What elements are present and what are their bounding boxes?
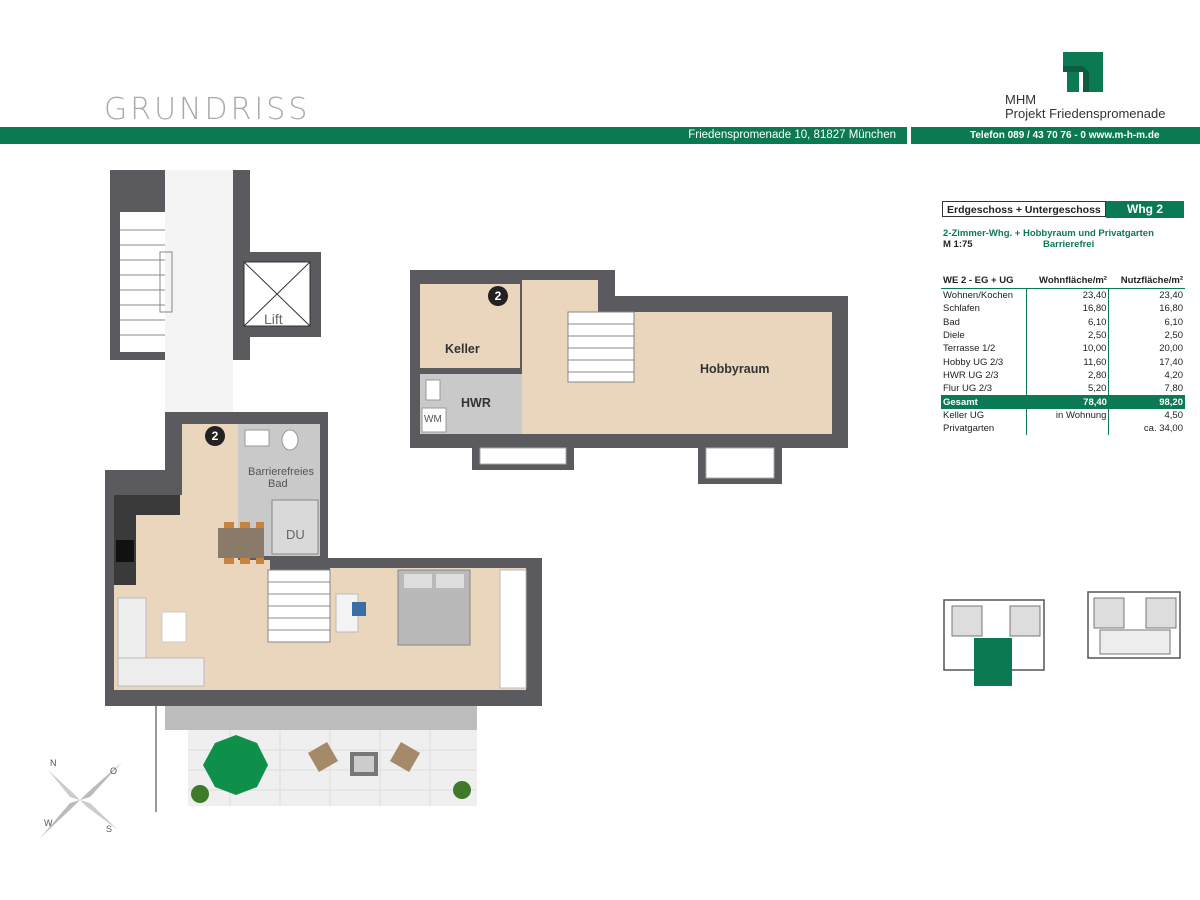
row-name: Keller UG bbox=[943, 409, 985, 421]
plan-scale: M 1:75 bbox=[943, 239, 973, 250]
keller-label: Keller bbox=[445, 342, 480, 356]
table-row: Diele 2,50 2,50 bbox=[941, 328, 1185, 343]
compass-rose-icon bbox=[40, 762, 122, 838]
unit-badge-eg: 2 bbox=[205, 426, 225, 446]
row-name: Flur UG 2/3 bbox=[943, 383, 993, 395]
table-row: Bad 6,10 6,10 bbox=[941, 315, 1185, 329]
row-nutz: 23,40 bbox=[1159, 290, 1183, 302]
hobbyraum-label: Hobbyraum bbox=[700, 362, 770, 376]
row-name: Wohnen/Kochen bbox=[943, 290, 1014, 302]
row-wohn: 2,80 bbox=[1025, 368, 1110, 383]
contact-info: Telefon 089 / 43 70 76 - 0 www.m-h-m.de bbox=[970, 130, 1160, 141]
floor-label: Erdgeschoss + Untergeschoss bbox=[942, 201, 1106, 217]
table-row: HWR UG 2/3 2,80 4,20 bbox=[941, 368, 1185, 383]
table-row: Terrasse 1/2 10,00 20,00 bbox=[941, 342, 1185, 356]
row-nutz: 4,50 bbox=[1164, 409, 1184, 421]
row-wohn: in Wohnung bbox=[1025, 408, 1110, 422]
hwr-label: HWR bbox=[461, 396, 491, 410]
row-wohn: 5,20 bbox=[1025, 382, 1110, 396]
row-name: Diele bbox=[943, 330, 965, 342]
col-nutzflaeche: Nutzfläche/m² bbox=[1108, 272, 1185, 289]
header-bar-right bbox=[911, 127, 1200, 144]
row-nutz: 6,10 bbox=[1164, 316, 1184, 328]
apartment-eg bbox=[105, 412, 542, 706]
row-wohn: 2,50 bbox=[1025, 328, 1110, 343]
row-name: HWR UG 2/3 bbox=[943, 369, 999, 381]
row-wohn: 11,60 bbox=[1025, 355, 1110, 369]
shower-label: DU bbox=[286, 527, 305, 542]
row-name: Privatgarten bbox=[943, 423, 995, 435]
table-row: Flur UG 2/3 5,20 7,80 bbox=[941, 382, 1185, 396]
unit-badge-ug: 2 bbox=[488, 286, 508, 306]
accessibility-label: Barrierefrei bbox=[1043, 239, 1095, 250]
table-row: Schlafen 16,80 16,80 bbox=[941, 302, 1185, 316]
row-name: Hobby UG 2/3 bbox=[943, 356, 1004, 368]
bath-label-line2: Bad bbox=[268, 478, 288, 490]
compass-w: W bbox=[44, 818, 53, 828]
col-unit: WE 2 - EG + UG bbox=[941, 272, 1027, 289]
compass-s: S bbox=[106, 824, 113, 834]
row-nutz: 2,50 bbox=[1164, 330, 1184, 342]
compass-o: O bbox=[110, 766, 118, 776]
row-nutz: 4,20 bbox=[1164, 369, 1184, 381]
brand-name: MHM bbox=[1005, 92, 1037, 107]
stair-shaft bbox=[110, 170, 321, 415]
col-wohnflaeche: Wohnfläche/m² bbox=[1026, 272, 1109, 289]
compass-n: N bbox=[50, 758, 57, 768]
mhm-logo-icon bbox=[1063, 52, 1103, 92]
row-name: Schlafen bbox=[943, 303, 980, 315]
area-table: WE 2 - EG + UG Wohnfläche/m² Nutzfläche/… bbox=[941, 272, 1185, 436]
row-wohn bbox=[1025, 421, 1110, 436]
row-wohn: 23,40 bbox=[1025, 288, 1110, 303]
row-name: Bad bbox=[943, 316, 960, 328]
row-nutz: 16,80 bbox=[1159, 303, 1183, 315]
row-name: Terrasse 1/2 bbox=[943, 343, 996, 355]
row-wohn: 6,10 bbox=[1025, 315, 1110, 329]
page-title: GRUNDRISS bbox=[104, 92, 311, 127]
table-row: Hobby UG 2/3 11,60 17,40 bbox=[941, 355, 1185, 369]
building-overview-plans bbox=[943, 591, 1181, 686]
terrace bbox=[155, 706, 477, 812]
header-bar-left bbox=[0, 127, 907, 144]
row-nutz: ca. 34,00 bbox=[1143, 423, 1183, 435]
total-nutz: 98,20 bbox=[1108, 395, 1185, 409]
row-nutz: 20,00 bbox=[1159, 343, 1183, 355]
row-nutz: 17,40 bbox=[1159, 356, 1183, 368]
table-row: Wohnen/Kochen 23,40 23,40 bbox=[941, 288, 1185, 303]
row-wohn: 10,00 bbox=[1025, 342, 1110, 356]
table-row: Privatgarten ca. 34,00 bbox=[941, 421, 1185, 436]
bath-label-line1: Barrierefreies bbox=[248, 466, 315, 478]
brand-project: Projekt Friedenspromenade bbox=[1005, 106, 1166, 121]
total-wohn: 78,40 bbox=[1026, 395, 1109, 409]
total-name: Gesamt bbox=[941, 395, 1027, 409]
row-wohn: 16,80 bbox=[1025, 302, 1110, 316]
lift-label: Lift bbox=[264, 311, 283, 327]
table-row: Keller UG in Wohnung 4,50 bbox=[941, 408, 1185, 422]
project-address: Friedenspromenade 10, 81827 München bbox=[688, 129, 896, 141]
apartment-ug bbox=[410, 270, 848, 484]
unit-label: Whg 2 bbox=[1106, 201, 1184, 218]
wm-label: WM bbox=[424, 414, 442, 425]
row-nutz: 7,80 bbox=[1164, 383, 1184, 395]
unit-subtitle: 2-Zimmer-Whg. + Hobbyraum und Privatgart… bbox=[943, 228, 1154, 239]
